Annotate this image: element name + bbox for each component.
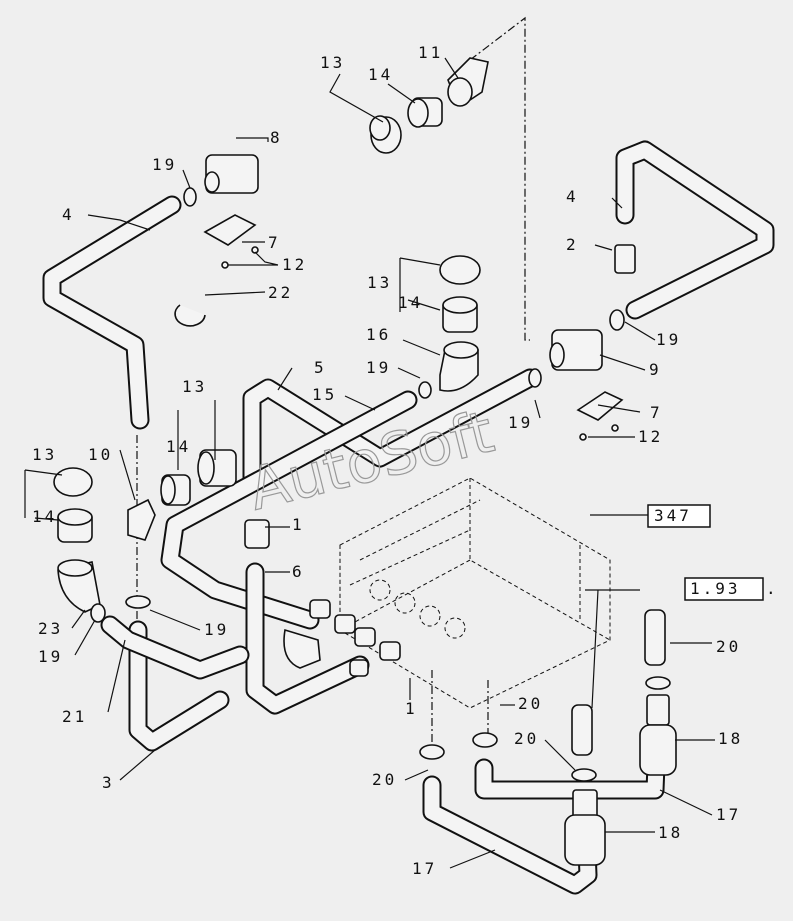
- alignment-line-top: [469, 16, 530, 341]
- label-12: 12: [282, 255, 307, 274]
- callout-labels: 347 1.93 . 13 14 11 8 19 4 7 12 22 13 14…: [32, 43, 779, 878]
- label-3: 3: [102, 773, 115, 792]
- label-2: 2: [566, 235, 579, 254]
- label-20: 20: [518, 694, 543, 713]
- label-13: 13: [320, 53, 345, 72]
- hose-4-left: [42, 195, 182, 430]
- label-17: 17: [412, 859, 437, 878]
- hose-3: [128, 620, 230, 752]
- label-14: 14: [368, 65, 393, 84]
- label-1: 1: [405, 699, 418, 718]
- label-20: 20: [514, 729, 539, 748]
- label-14: 14: [166, 437, 191, 456]
- label-9: 9: [649, 360, 662, 379]
- label-12: 12: [638, 427, 663, 446]
- label-7: 7: [650, 403, 663, 422]
- ref-box-347: [647, 504, 711, 528]
- label-19: 19: [366, 358, 391, 377]
- label-20: 20: [372, 770, 397, 789]
- label-19: 19: [656, 330, 681, 349]
- hose-5: [242, 368, 540, 490]
- left-coupling-group: [174, 154, 259, 327]
- label-19: 19: [508, 413, 533, 432]
- label-21: 21: [62, 707, 87, 726]
- bellows-right: [571, 609, 677, 782]
- hose-17-upper: [474, 705, 668, 800]
- label-17: 17: [716, 805, 741, 824]
- label-18: 18: [718, 729, 743, 748]
- label-23: 23: [38, 619, 63, 638]
- label-19: 19: [152, 155, 177, 174]
- label-6: 6: [292, 562, 305, 581]
- ref-box-193: [684, 577, 764, 601]
- label-15: 15: [312, 385, 337, 404]
- label-4: 4: [566, 187, 579, 206]
- label-19: 19: [38, 647, 63, 666]
- label-11: 11: [418, 43, 443, 62]
- ref-box-347-text: 347: [654, 506, 692, 525]
- label-10: 10: [88, 445, 113, 464]
- label-13: 13: [32, 445, 57, 464]
- bellows-lower: [564, 789, 606, 866]
- label-18: 18: [658, 823, 683, 842]
- center-coupling-group: [160, 449, 270, 549]
- leader-lines: [24, 57, 715, 869]
- fittings-20: [419, 732, 498, 760]
- label-4: 4: [62, 205, 75, 224]
- valve-fittings: [283, 599, 401, 677]
- hose-21: [100, 615, 250, 680]
- label-22: 22: [268, 283, 293, 302]
- hose-4-right: [615, 140, 775, 320]
- label-13: 13: [367, 273, 392, 292]
- label-14: 14: [398, 293, 423, 312]
- middle-coupling-group: [418, 255, 481, 399]
- label-5: 5: [314, 358, 327, 377]
- ref-box-193-trail: .: [766, 579, 779, 598]
- hose-6: [245, 562, 370, 715]
- label-8: 8: [270, 128, 283, 147]
- label-16: 16: [366, 325, 391, 344]
- far-left-coupling-group: [53, 467, 156, 623]
- label-14: 14: [32, 507, 57, 526]
- ref-box-193-text: 1.93: [690, 579, 741, 598]
- label-13: 13: [182, 377, 207, 396]
- valve-block: [339, 477, 611, 709]
- label-20: 20: [716, 637, 741, 656]
- right-coupling-group: [528, 244, 636, 441]
- label-1: 1: [292, 515, 305, 534]
- label-19: 19: [204, 620, 229, 639]
- label-7: 7: [268, 233, 281, 252]
- top-coupling-group: [369, 57, 489, 154]
